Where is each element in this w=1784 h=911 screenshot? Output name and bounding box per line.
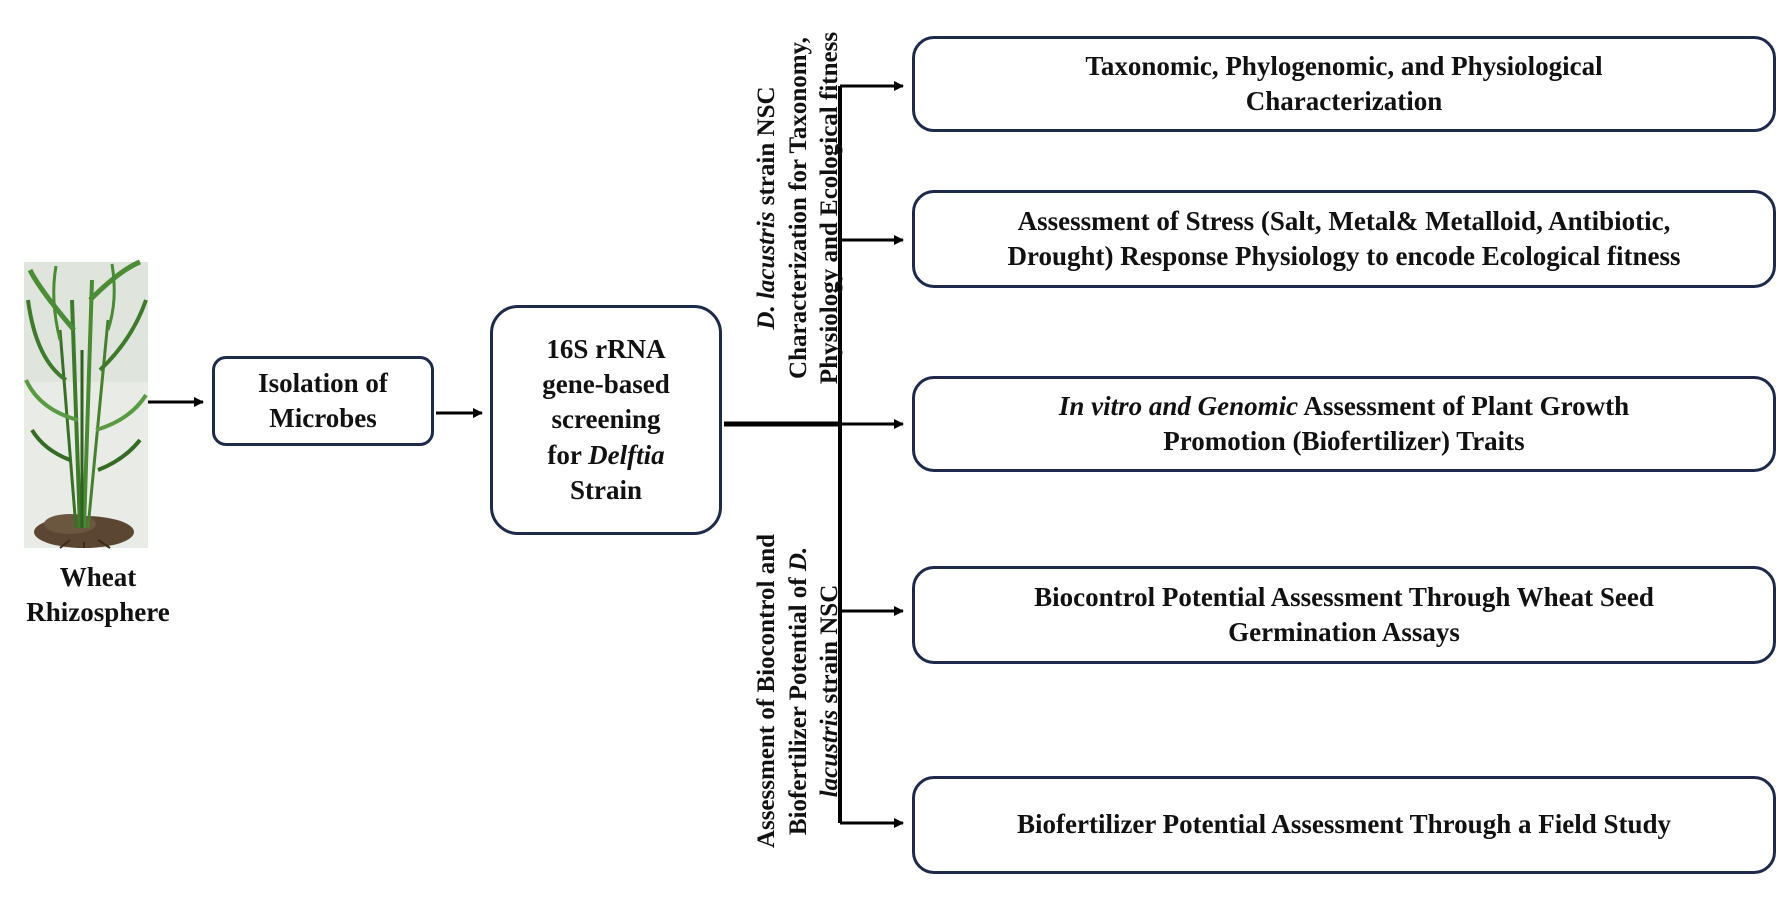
- outcome-box-stress: Assessment of Stress (Salt, Metal& Metal…: [912, 190, 1776, 288]
- outcome-box-taxonomic: Taxonomic, Phylogenomic, and Physiologic…: [912, 36, 1776, 132]
- outcome-box-biocontrol: Biocontrol Potential Assessment Through …: [912, 566, 1776, 664]
- screening-box: 16S rRNA gene-based screening for Delfti…: [490, 305, 722, 535]
- lower-branch-label: Assessment of Biocontrol and Biofertiliz…: [753, 533, 843, 849]
- outcome-box-plant-growth: In vitro and Genomic Assessment of Plant…: [912, 376, 1776, 472]
- source-label: Wheat Rhizosphere: [26, 562, 170, 628]
- connector-layer: [24, 81, 904, 828]
- wheat-plant-photo: [24, 259, 148, 549]
- upper-branch-label: D. lacustris strain NSC Characterization…: [753, 31, 843, 385]
- isolation-box: Isolation of Microbes: [212, 356, 434, 446]
- outcome-box-field-study: Biofertilizer Potential Assessment Throu…: [912, 776, 1776, 874]
